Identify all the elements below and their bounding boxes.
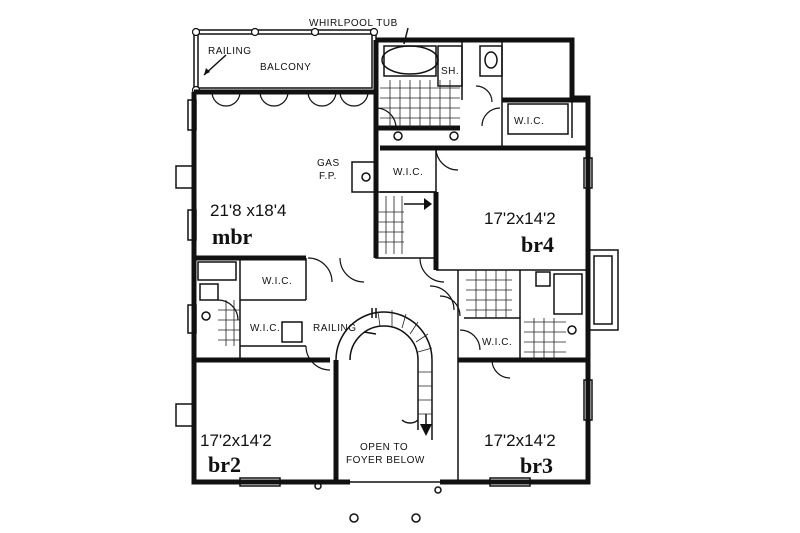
mbr-name: mbr [212, 224, 253, 249]
label-open-to: OPEN TO [360, 442, 408, 453]
gas-fireplace [351, 161, 377, 193]
label-balcony: BALCONY [260, 62, 311, 73]
chimney-left [175, 165, 195, 427]
toilet [479, 45, 503, 77]
br2-name: br2 [208, 452, 241, 477]
whirlpool-tub [381, 45, 439, 75]
wic-master-bath [481, 97, 588, 148]
right-bath [466, 270, 583, 360]
label-railing-stair: RAILING [313, 323, 357, 334]
interior-walls [194, 128, 588, 482]
label-gas: GAS [317, 158, 340, 169]
label-shower: SH. [441, 66, 459, 77]
br4-name: br4 [521, 232, 554, 257]
bay-window [587, 249, 619, 331]
br2-dimensions: 17'2x14'2 [200, 431, 272, 450]
master-bath [373, 27, 503, 141]
exterior-walls [191, 37, 591, 485]
label-railing: RAILING [208, 46, 252, 57]
back-stair [375, 191, 437, 259]
br3-name: br3 [520, 453, 553, 478]
label-fp: F.P. [319, 171, 337, 182]
left-bath [197, 261, 303, 346]
br3-dimensions: 17'2x14'2 [484, 431, 556, 450]
br4-dimensions: 17'2x14'2 [484, 209, 556, 228]
railing-leader [363, 331, 377, 335]
label-wic-left-upper: W.I.C. [262, 276, 292, 287]
label-wic-master-bath: W.I.C. [514, 116, 544, 127]
label-wic-left-lower: W.I.C. [250, 323, 280, 334]
label-whirlpool-tub: WHIRLPOOL TUB [309, 18, 398, 29]
mbr-dimensions: 21'8 x18'4 [210, 201, 286, 220]
windows [187, 99, 593, 487]
hall-doors [305, 257, 511, 379]
spiral-stair [335, 308, 433, 440]
label-foyer-below: FOYER BELOW [346, 455, 425, 466]
french-doors [211, 91, 369, 107]
front-entry [314, 479, 442, 523]
balcony [191, 27, 379, 95]
label-wic-br3: W.I.C. [482, 337, 512, 348]
label-wic-hall: W.I.C. [393, 167, 423, 178]
